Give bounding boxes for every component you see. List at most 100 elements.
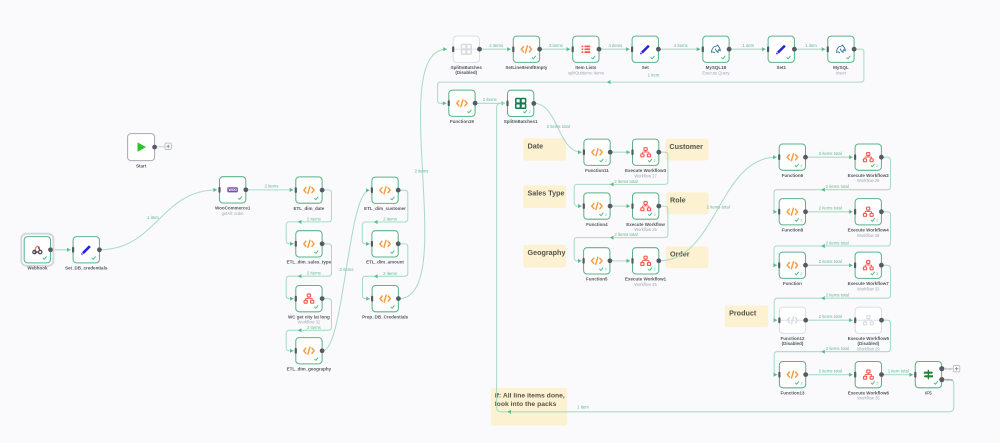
- svg-text:Role: Role: [670, 196, 686, 205]
- svg-text:ETL_dim_sales_type: ETL_dim_sales_type: [287, 260, 332, 265]
- svg-text:Workflow 32: Workflow 32: [298, 320, 321, 325]
- svg-text:Prep_DB_Credentials: Prep_DB_Credentials: [362, 315, 409, 320]
- svg-text:(Disabled): (Disabled): [455, 70, 477, 75]
- svg-text:SplitInBatches1: SplitInBatches1: [504, 119, 538, 124]
- svg-text:Product: Product: [729, 309, 757, 318]
- svg-text:ETL_dim_customer: ETL_dim_customer: [364, 206, 406, 211]
- svg-text:2 items: 2 items: [307, 325, 321, 330]
- svg-text:SetLineItemIfEmpty: SetLineItemIfEmpty: [505, 65, 548, 70]
- svg-text:2 items total: 2 items total: [819, 206, 842, 211]
- svg-text:Workflow 25: Workflow 25: [634, 282, 657, 287]
- svg-text:1 item: 1 item: [577, 405, 589, 410]
- svg-text:Item Lists: Item Lists: [575, 65, 597, 70]
- svg-text:Order: Order: [670, 249, 690, 258]
- svg-text:Function8: Function8: [782, 228, 804, 233]
- svg-text:SplitInBatches: SplitInBatches: [451, 65, 483, 70]
- svg-text:Workflow 33: Workflow 33: [857, 286, 880, 291]
- svg-text:2: 2: [605, 159, 607, 163]
- svg-text:getAll: order: getAll: order: [222, 211, 245, 216]
- svg-text:Execute Workflow: Execute Workflow: [626, 222, 665, 227]
- svg-text:2: 2: [800, 272, 802, 276]
- svg-text:Execute Workflow4: Execute Workflow4: [848, 228, 890, 233]
- svg-text:2 items total: 2 items total: [826, 241, 849, 246]
- svg-text:Execute Workflow5: Execute Workflow5: [848, 336, 890, 341]
- svg-text:splitOutItems: items: splitOutItems: items: [568, 70, 604, 75]
- svg-text:2 items: 2 items: [340, 267, 354, 272]
- svg-text:2: 2: [800, 219, 802, 223]
- svg-text:Date: Date: [528, 141, 544, 150]
- svg-text:2 items total: 2 items total: [819, 259, 842, 264]
- svg-text:Execute Workflow1: Execute Workflow1: [625, 277, 667, 282]
- svg-text:Function11: Function11: [585, 168, 609, 173]
- svg-text:MySQL: MySQL: [833, 65, 849, 70]
- svg-text:Customer: Customer: [669, 142, 703, 151]
- svg-text:4 items: 4 items: [608, 43, 622, 48]
- svg-text:Sales Type: Sales Type: [528, 189, 565, 198]
- svg-text:Set_DB_credentials: Set_DB_credentials: [65, 266, 108, 271]
- svg-text:Execute Workflow2: Execute Workflow2: [848, 173, 890, 178]
- svg-text:2 items total: 2 items total: [826, 184, 849, 189]
- svg-text:2: 2: [800, 164, 802, 168]
- svg-text:WC get city lat long: WC get city lat long: [288, 315, 330, 320]
- svg-text:MySQL18: MySQL18: [706, 65, 727, 70]
- svg-text:2: 2: [876, 272, 878, 276]
- svg-text:(Disabled): (Disabled): [858, 341, 880, 346]
- svg-text:Geography: Geography: [528, 248, 566, 257]
- svg-text:2 items total: 2 items total: [547, 124, 570, 129]
- svg-text:ETL_dim_amount: ETL_dim_amount: [366, 260, 404, 265]
- svg-text:Function19: Function19: [450, 119, 474, 124]
- svg-text:1 item: 1 item: [743, 43, 755, 48]
- svg-text:Function6: Function6: [782, 173, 804, 178]
- svg-text:2 items total: 2 items total: [614, 232, 637, 237]
- svg-text:2 items total: 2 items total: [826, 293, 849, 298]
- svg-text:2 items: 2 items: [383, 271, 397, 276]
- svg-text:if: All line items done,: if: All line items done,: [495, 393, 565, 400]
- svg-text:2 items: 2 items: [489, 43, 503, 48]
- svg-text:2 items total: 2 items total: [826, 346, 849, 351]
- svg-text:2 items total: 2 items total: [707, 205, 730, 210]
- svg-text:Set1: Set1: [776, 65, 786, 70]
- svg-text:2: 2: [654, 159, 656, 163]
- svg-text:2: 2: [654, 268, 656, 272]
- svg-text:Set: Set: [642, 65, 650, 70]
- svg-text:WooCommerce1: WooCommerce1: [215, 206, 251, 211]
- svg-text:Workflow 35: Workflow 35: [857, 396, 880, 401]
- svg-text:2 items total: 2 items total: [614, 179, 637, 184]
- svg-text:Workflow 26: Workflow 26: [857, 178, 880, 183]
- svg-text:1 item: 1 item: [147, 215, 159, 220]
- svg-text:false: false: [945, 378, 953, 382]
- svg-text:2: 2: [876, 381, 878, 385]
- svg-text:Execute Workflow7: Execute Workflow7: [848, 281, 890, 286]
- svg-text:2: 2: [654, 213, 656, 217]
- svg-text:2: 2: [801, 381, 803, 385]
- svg-text:Workflow 28: Workflow 28: [857, 233, 880, 238]
- svg-text:2: 2: [876, 219, 878, 223]
- svg-text:IF5: IF5: [925, 391, 932, 396]
- svg-text:2 items: 2 items: [307, 216, 321, 221]
- svg-text:2: 2: [876, 164, 878, 168]
- svg-text:WOO: WOO: [229, 188, 238, 192]
- svg-text:4 items: 4 items: [674, 43, 688, 48]
- svg-text:Execute Query: Execute Query: [702, 70, 730, 75]
- svg-text:1 item total: 1 item total: [888, 368, 909, 373]
- svg-text:Execute Workflow6: Execute Workflow6: [848, 391, 890, 396]
- svg-text:2 items total: 2 items total: [819, 368, 842, 373]
- svg-text:2 items: 2 items: [265, 183, 279, 188]
- svg-text:Workflow 25: Workflow 25: [634, 227, 657, 232]
- svg-text:Start: Start: [136, 163, 147, 168]
- svg-text:2: 2: [605, 268, 607, 272]
- svg-text:Function4: Function4: [586, 222, 608, 227]
- svg-text:2: 2: [605, 213, 607, 217]
- svg-text:Function12: Function12: [780, 336, 804, 341]
- svg-text:ETL_dim_geography: ETL_dim_geography: [287, 367, 332, 372]
- svg-text:2 items: 2 items: [549, 43, 563, 48]
- svg-text:ETL_dim_date: ETL_dim_date: [294, 206, 325, 211]
- svg-text:Insert: Insert: [836, 70, 847, 75]
- svg-text:Workflow 29: Workflow 29: [857, 346, 880, 351]
- svg-text:Function5: Function5: [586, 277, 608, 282]
- svg-text:Function: Function: [783, 281, 802, 286]
- svg-text:Workflow 27: Workflow 27: [634, 173, 657, 178]
- svg-text:1 item: 1 item: [648, 72, 660, 77]
- svg-text:Execute Workflow3: Execute Workflow3: [625, 168, 667, 173]
- svg-text:(Disabled): (Disabled): [782, 341, 804, 346]
